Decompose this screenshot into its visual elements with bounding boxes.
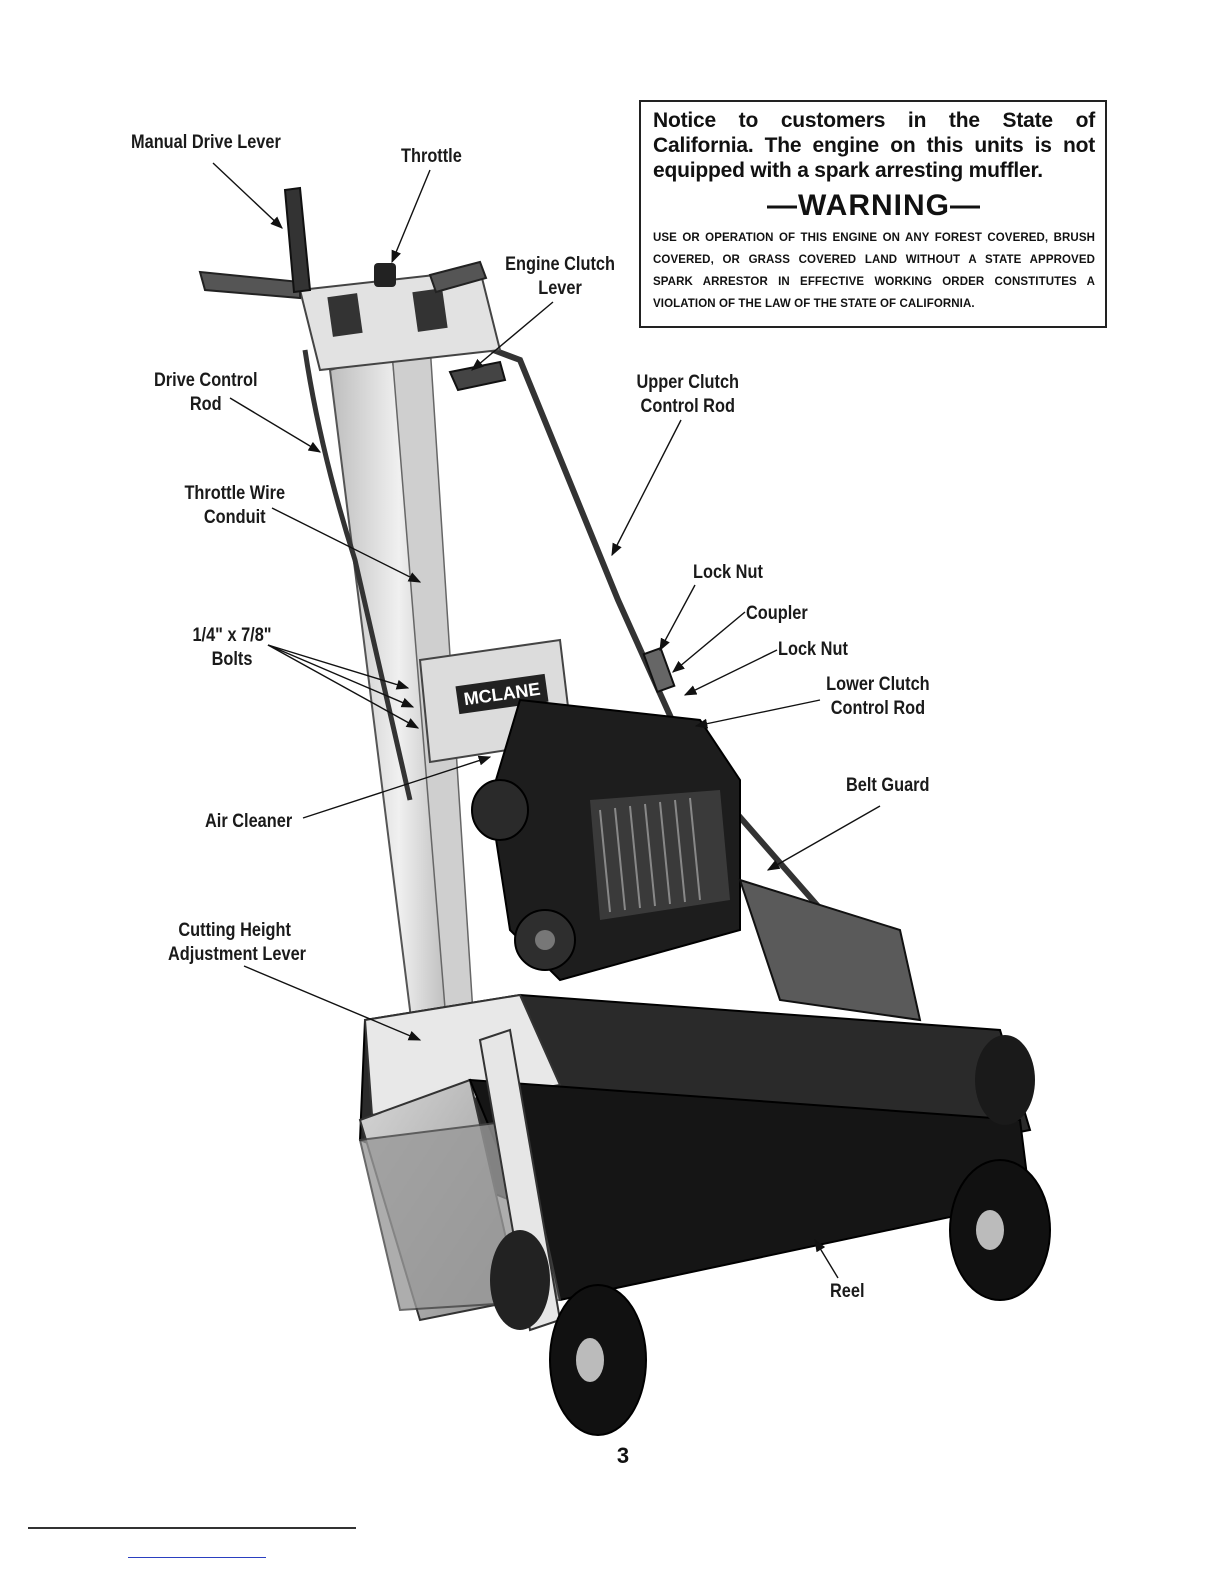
page-number: 3: [616, 1443, 630, 1468]
warning-text: USE OR OPERATION OF THIS ENGINE ON ANY F…: [653, 232, 1095, 310]
label-cutting-height-adjustment-lever: Cutting Height Adjustment Lever: [168, 920, 307, 965]
engine: [471, 698, 741, 982]
label-coupler: Coupler: [746, 603, 808, 624]
warning-title: —WARNING—: [767, 189, 981, 222]
notice-text: Notice to customers in the State of Cali…: [653, 109, 1095, 182]
wheels: [490, 1035, 1051, 1436]
footer-rule: [28, 1527, 356, 1529]
label-engine-clutch-lever: Engine Clutch Lever: [505, 254, 615, 299]
leader-lines: [212, 162, 881, 1279]
label-air-cleaner: Air Cleaner: [205, 811, 293, 832]
label-throttle-wire-conduit: Throttle Wire Conduit: [184, 483, 286, 528]
california-notice-box: Notice to customers in the State of Cali…: [639, 100, 1107, 328]
label-upper-clutch-control-rod: Upper Clutch Control Rod: [636, 372, 740, 417]
label-drive-control-rod: Drive Control Rod: [153, 370, 258, 415]
label-lock-nut-upper: Lock Nut: [693, 562, 763, 583]
footer-link-underline: [128, 1557, 266, 1558]
control-console: [198, 186, 507, 392]
label-reel: Reel: [830, 1281, 865, 1302]
label-lower-clutch-control-rod: Lower Clutch Control Rod: [826, 674, 930, 719]
label-belt-guard: Belt Guard: [846, 775, 930, 796]
label-manual-drive-lever: Manual Drive Lever: [131, 132, 281, 153]
label-lock-nut-lower: Lock Nut: [778, 639, 848, 660]
label-bolts: 1/4" x 7/8" Bolts: [192, 625, 272, 670]
label-throttle: Throttle: [401, 146, 462, 167]
